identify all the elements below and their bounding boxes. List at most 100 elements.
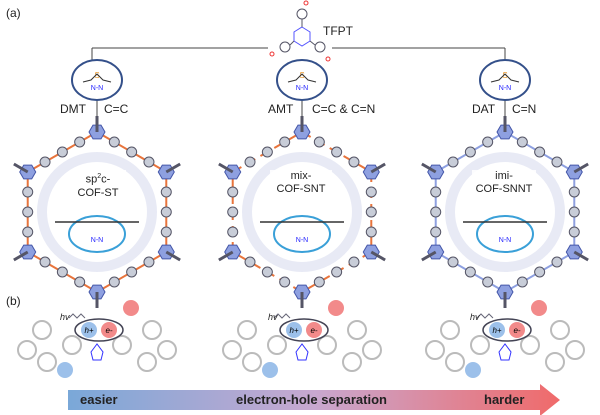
phenyl-ring bbox=[331, 146, 343, 158]
phenyl-ring bbox=[445, 352, 465, 372]
phenyl-ring bbox=[244, 156, 256, 168]
phenyl-ring bbox=[279, 276, 291, 288]
phenyl-ring bbox=[160, 186, 172, 198]
phenyl-ring bbox=[227, 206, 239, 218]
free-electron-bubble bbox=[123, 300, 139, 316]
phenyl-ring bbox=[137, 352, 157, 372]
free-hole-bubble bbox=[465, 362, 481, 378]
tfpt-molecule bbox=[269, 0, 331, 62]
photon-wave-icon bbox=[273, 313, 291, 319]
phenyl-ring bbox=[37, 352, 57, 372]
linker-highlight-ellipse bbox=[476, 215, 534, 253]
dat-bond-label: C=N bbox=[512, 102, 537, 116]
thiadiazole-ring bbox=[90, 343, 104, 361]
cof-framework-1: N-N bbox=[13, 116, 181, 308]
outer-branch bbox=[165, 162, 181, 174]
photon-wave-icon bbox=[68, 313, 86, 319]
dat-linker-ellipse bbox=[479, 59, 531, 101]
outer-branch bbox=[370, 250, 386, 262]
phenyl-ring bbox=[261, 266, 273, 278]
thiadiazole-n: N-N bbox=[499, 237, 511, 244]
phenyl-ring bbox=[313, 136, 325, 148]
linker-highlight-ellipse bbox=[273, 215, 331, 253]
hole-bubble bbox=[81, 322, 97, 338]
amt-label: AMT bbox=[268, 102, 294, 116]
panel-a-label: (a) bbox=[6, 6, 21, 20]
amt-linker-ellipse bbox=[276, 59, 328, 101]
exciton-model-1: h+e- bbox=[17, 300, 177, 378]
phenyl-ring bbox=[160, 226, 172, 238]
arrow-easier-label: easier bbox=[80, 392, 118, 407]
phenyl-ring bbox=[267, 335, 287, 355]
thiadiazole-ring bbox=[498, 343, 512, 361]
phenyl-ring bbox=[362, 340, 382, 360]
arrow-harder-label: harder bbox=[484, 392, 525, 407]
phenyl-ring bbox=[112, 335, 132, 355]
free-hole-bubble bbox=[57, 362, 73, 378]
outer-branch bbox=[13, 162, 29, 174]
phenyl-ring bbox=[237, 320, 257, 340]
phenyl-ring bbox=[440, 320, 460, 340]
hv-label-3: hv bbox=[470, 312, 480, 322]
pore-wall bbox=[37, 152, 157, 272]
linker-highlight-ellipse bbox=[68, 215, 126, 253]
phenyl-ring bbox=[534, 266, 546, 278]
dat-ring-bonds bbox=[490, 73, 520, 83]
phenyl-ring bbox=[108, 136, 120, 148]
pore-wall bbox=[242, 152, 362, 272]
amt-sulfur-atom: S bbox=[299, 71, 304, 80]
phenyl-ring bbox=[39, 256, 51, 268]
electron-bubble bbox=[509, 322, 525, 338]
electron-symbol: e- bbox=[513, 326, 520, 335]
dat-sulfur-atom: S bbox=[502, 71, 507, 80]
dmt-nitrogen-atoms: N-N bbox=[91, 85, 103, 92]
hole-bubble bbox=[489, 322, 505, 338]
exciton-model-3: h+e- bbox=[425, 300, 585, 378]
outer-branch bbox=[370, 162, 386, 174]
phenyl-ring bbox=[22, 186, 34, 198]
free-electron-bubble bbox=[328, 300, 344, 316]
phenyl-ring bbox=[365, 186, 377, 198]
dmt-linker-ellipse bbox=[71, 59, 123, 101]
phenyl-ring bbox=[222, 340, 242, 360]
phenyl-ring bbox=[74, 136, 86, 148]
phenyl-ring bbox=[56, 266, 68, 278]
phenyl-ring bbox=[261, 146, 273, 158]
phenyl-ring bbox=[157, 340, 177, 360]
cof-framework-3: N-N bbox=[421, 116, 589, 308]
phenyl-ring bbox=[22, 226, 34, 238]
phenyl-ring bbox=[568, 206, 580, 218]
phenyl-ring bbox=[430, 226, 442, 238]
cof-snt-label: mix- COF-SNT bbox=[270, 170, 332, 196]
phenyl-ring bbox=[551, 156, 563, 168]
cof-framework-2: N-N bbox=[218, 116, 386, 308]
cof-st-name: COF-ST bbox=[77, 186, 119, 199]
cof-snnt-name: COF-SNNT bbox=[475, 183, 533, 195]
hole-symbol: h+ bbox=[84, 326, 93, 335]
outer-branch bbox=[13, 250, 29, 262]
phenyl-ring bbox=[342, 352, 362, 372]
panel-b-label: (b) bbox=[6, 294, 21, 308]
cof-st-rest: c- bbox=[101, 173, 111, 186]
outer-branch bbox=[218, 162, 234, 174]
phenyl-ring bbox=[550, 320, 570, 340]
phenyl-ring bbox=[17, 340, 37, 360]
dmt-sulfur-atom: S bbox=[94, 71, 99, 80]
phenyl-ring bbox=[425, 340, 445, 360]
outer-branch bbox=[218, 250, 234, 262]
dat-nitrogen-atoms: N-N bbox=[499, 85, 511, 92]
outer-branch bbox=[165, 250, 181, 262]
phenyl-ring bbox=[22, 206, 34, 218]
phenyl-ring bbox=[545, 352, 565, 372]
phenyl-ring bbox=[348, 256, 360, 268]
phenyl-ring bbox=[317, 335, 337, 355]
phenyl-ring bbox=[482, 136, 494, 148]
phenyl-ring bbox=[430, 206, 442, 218]
phenyl-ring bbox=[160, 206, 172, 218]
hole-symbol: h+ bbox=[289, 326, 298, 335]
phenyl-ring bbox=[520, 335, 540, 355]
exciton-model-2: h+e- bbox=[222, 300, 382, 378]
dmt-ring-bonds bbox=[82, 73, 112, 83]
